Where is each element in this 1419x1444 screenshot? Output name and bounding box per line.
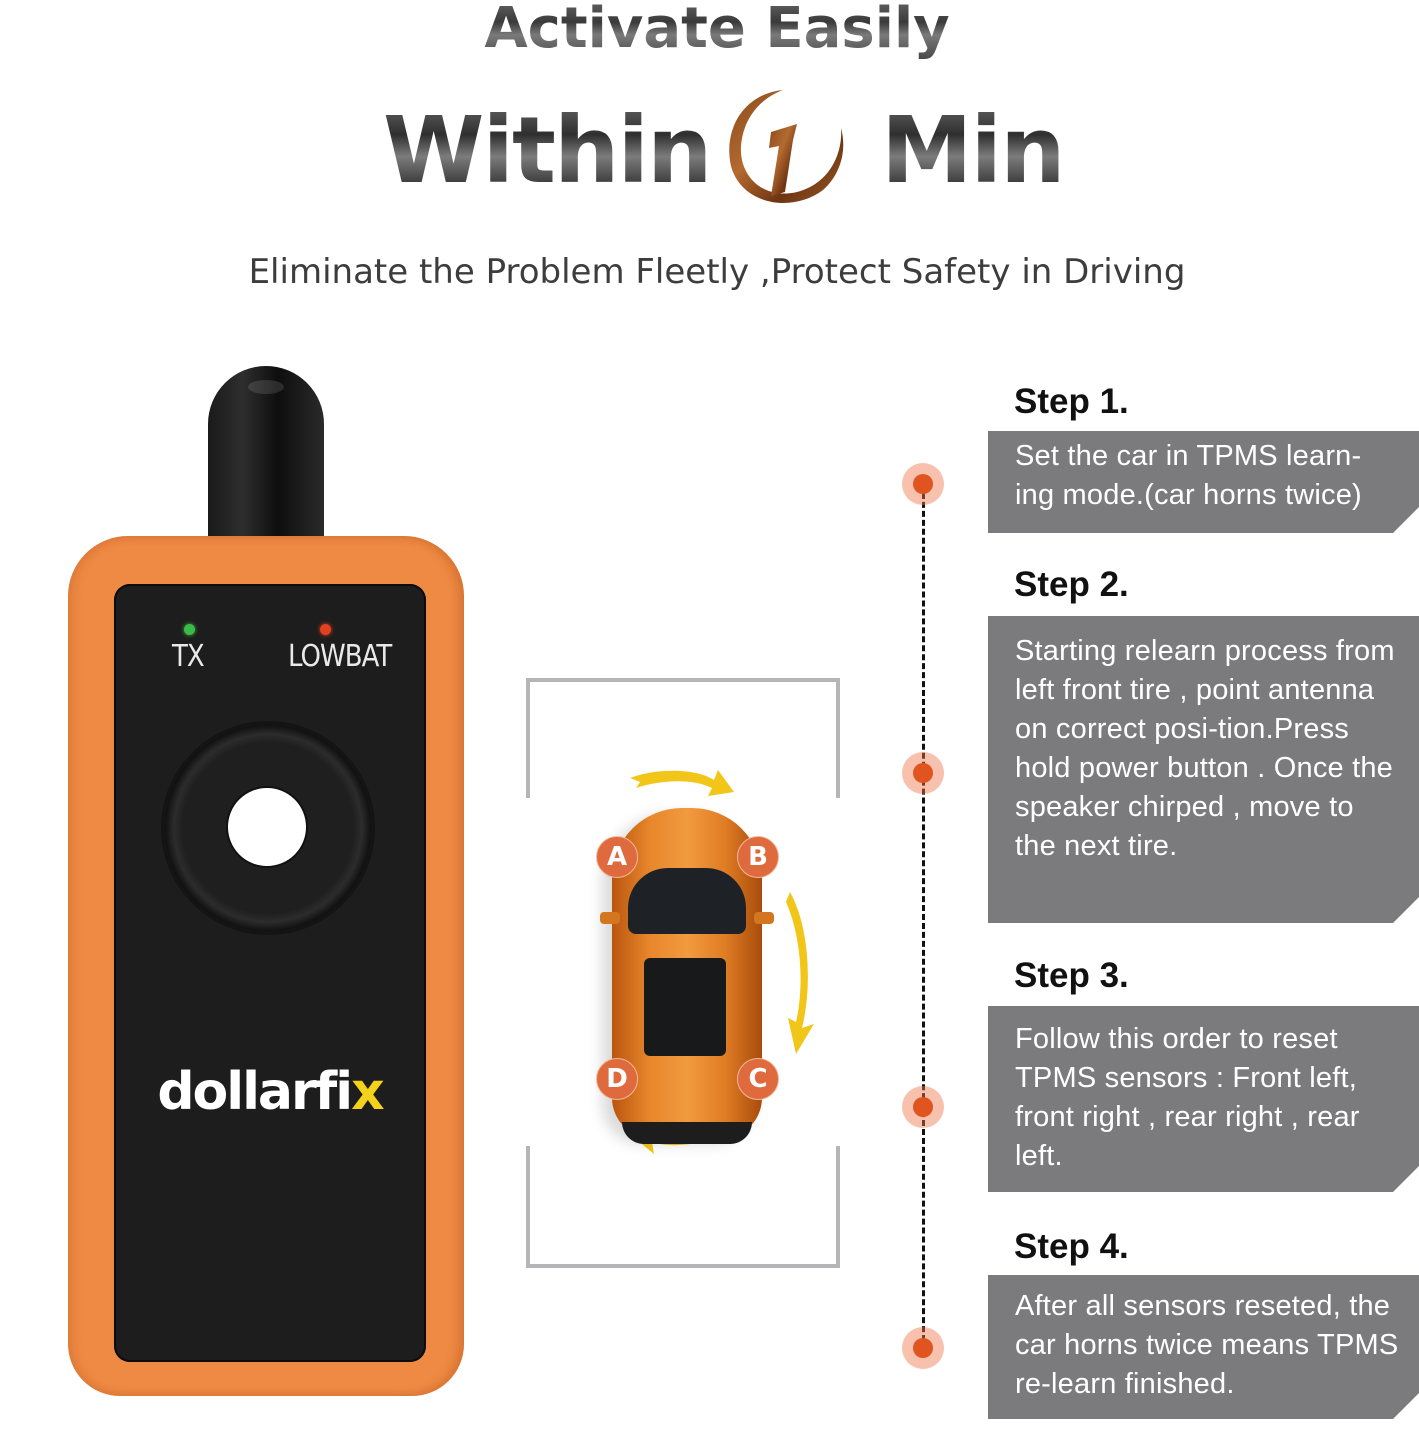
headline-activate-easily: Activate Easily (0, 0, 1419, 61)
timeline-dot-icon (902, 1086, 944, 1128)
clock-one-icon: 1 (729, 90, 844, 203)
step-3-title: Step 3. (1014, 956, 1129, 995)
mirror-right (754, 912, 774, 924)
rear-bumper (622, 1122, 752, 1144)
lowbat-label: LOWBAT (288, 639, 392, 675)
arrow-down-icon (786, 892, 814, 1054)
tx-led-icon (184, 624, 195, 635)
brand-accent: x (351, 1062, 385, 1122)
tpms-tool-device: TX LOWBAT dollarfix (66, 366, 466, 1396)
brand-logo: dollarfix (114, 1062, 426, 1122)
subtitle: Eliminate the Problem Fleetly ,Protect S… (248, 252, 1186, 292)
headline-within-1-min: Within 1 Min (383, 80, 1066, 220)
timeline-dot-icon (902, 463, 944, 505)
antenna (208, 366, 324, 546)
step-1-title: Step 1. (1014, 382, 1129, 421)
sunroof (644, 958, 726, 1056)
tx-label: TX (172, 639, 205, 675)
step-2-title: Step 2. (1014, 565, 1129, 604)
headline-min: Min (881, 97, 1066, 204)
step-2-box: Starting relearn process from left front… (988, 616, 1419, 923)
tire-badge-c[interactable]: C (737, 1058, 779, 1100)
arrow-right-icon (630, 770, 734, 796)
car-diagram: A B C D (526, 678, 840, 1268)
brand-main: dollarfi (157, 1062, 353, 1122)
step-4-box: After all sensors reseted, the car horns… (988, 1275, 1419, 1419)
device-face: TX LOWBAT dollarfix (114, 584, 426, 1362)
timeline-dot-icon (902, 1327, 944, 1369)
tire-badge-a[interactable]: A (596, 836, 638, 878)
timeline-dot-icon (902, 752, 944, 794)
tire-badge-b[interactable]: B (737, 836, 779, 878)
device-shell: TX LOWBAT dollarfix (68, 536, 464, 1396)
step-3-box: Follow this order to reset TPMS sensors … (988, 1006, 1419, 1192)
tire-badge-d[interactable]: D (596, 1058, 638, 1100)
timeline-dashed-line (922, 484, 929, 1350)
headline-within: Within (383, 97, 713, 204)
frame-bracket-top (526, 678, 840, 798)
frame-bracket-bottom (526, 1146, 840, 1268)
windshield (628, 868, 746, 934)
lowbat-led-icon (320, 624, 331, 635)
mirror-left (600, 912, 620, 924)
step-4-title: Step 4. (1014, 1227, 1129, 1266)
power-button[interactable] (226, 786, 308, 868)
step-1-box: Set the car in TPMS learn-ing mode.(car … (988, 431, 1419, 533)
power-button-ring (164, 724, 372, 932)
